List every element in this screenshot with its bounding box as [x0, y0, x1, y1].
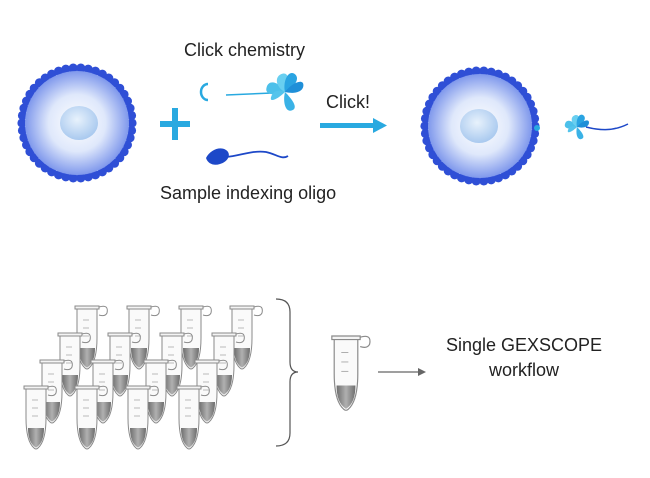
bead-dot	[61, 172, 71, 182]
bead-dot	[61, 64, 71, 74]
bead-dot	[529, 113, 540, 124]
bead-dot	[68, 63, 78, 73]
bead-dot	[422, 136, 432, 146]
bead-dot	[126, 110, 137, 121]
bead-dot	[83, 172, 93, 182]
bead-dot	[486, 175, 496, 185]
bead-dot	[17, 110, 28, 121]
bead-dot	[54, 66, 64, 76]
bead-dot	[464, 67, 474, 77]
cell-nucleus-left	[60, 106, 98, 140]
bead-dot	[68, 173, 78, 183]
bead-dot	[19, 133, 29, 143]
bracket-icon	[275, 298, 299, 447]
tube	[229, 305, 263, 370]
cell-right	[420, 66, 629, 186]
bead-dot	[528, 106, 538, 116]
bead-dot	[420, 121, 430, 131]
bead-dot	[90, 170, 100, 180]
clover-oligo-icon	[199, 73, 304, 111]
arrow-right-icon	[320, 118, 387, 133]
bead-dot	[464, 175, 474, 185]
bead-dot	[126, 125, 137, 136]
bead-dot	[493, 69, 503, 79]
bead-dot	[457, 173, 467, 183]
bead-dot	[479, 176, 489, 186]
single-gexscope-line1: Single GEXSCOPE	[445, 335, 603, 355]
bead-dot	[479, 66, 489, 76]
workflow-arrow-icon	[378, 368, 426, 376]
click-label: Click!	[326, 92, 370, 112]
bead-dot	[54, 170, 64, 180]
single-gexscope-line2: workflow	[488, 360, 559, 380]
bead-dot	[471, 66, 481, 76]
single-gexscope-label: Single GEXSCOPE workflow	[424, 333, 624, 383]
bead-dot	[125, 133, 135, 143]
bead-dot	[457, 69, 467, 79]
cell-left	[17, 63, 137, 183]
bead-dot	[90, 66, 100, 76]
bead-dot	[420, 113, 431, 124]
tube-grid	[23, 305, 263, 450]
bead-dot	[76, 173, 86, 183]
bead-dot	[125, 103, 135, 113]
bead-dot	[486, 67, 496, 77]
bead-dot	[76, 63, 86, 73]
click-chemistry-label: Click chemistry	[184, 40, 306, 60]
bead-dot	[19, 103, 29, 113]
sample-indexing-label: Sample indexing oligo	[160, 183, 337, 203]
bead-dot	[17, 125, 28, 136]
cell-nucleus-right	[460, 109, 498, 143]
bead-dot	[471, 176, 481, 186]
bead-dot	[420, 128, 431, 139]
single-tube-icon	[331, 335, 371, 411]
cell-bead-ring-right	[420, 66, 540, 186]
bead-dot	[83, 64, 93, 74]
bead-dot	[493, 173, 503, 183]
plus-icon	[160, 108, 190, 140]
bead-dot	[422, 106, 432, 116]
bead-dot	[528, 136, 538, 146]
heart-oligo-icon	[206, 148, 289, 165]
bead-dot	[529, 128, 540, 139]
bead-dot	[17, 118, 27, 128]
bead-dot	[127, 118, 137, 128]
